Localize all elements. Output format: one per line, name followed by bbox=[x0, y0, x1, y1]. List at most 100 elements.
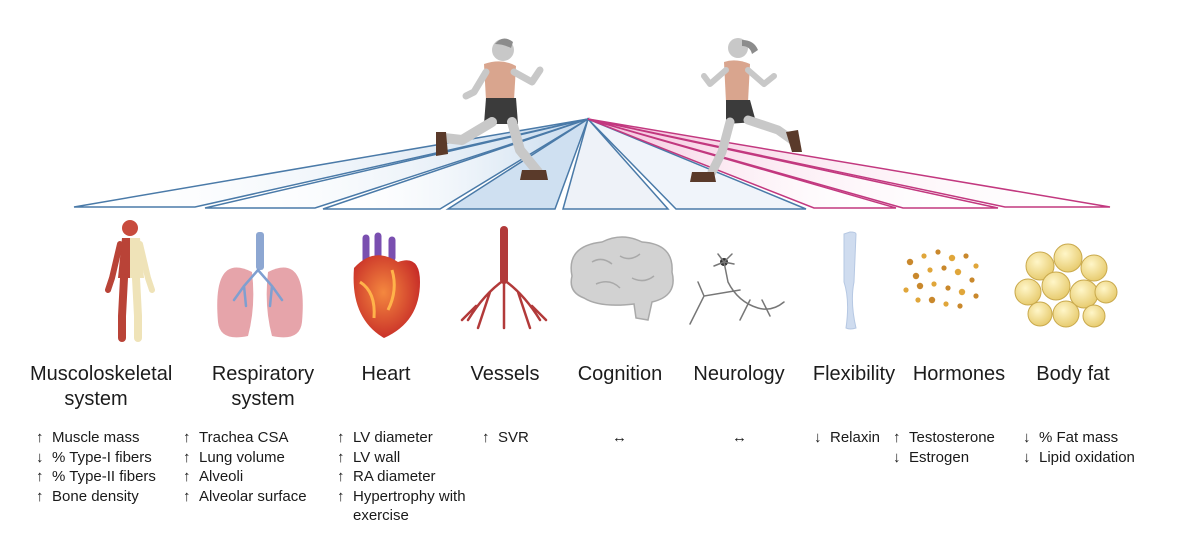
system-title: Respiratory system bbox=[211, 363, 315, 410]
trend-arrow: ↑ bbox=[183, 429, 191, 446]
trend-arrow: ↑ bbox=[36, 429, 44, 446]
fact-item: ↓ % Fat mass bbox=[1023, 428, 1148, 448]
fact-text: Hypertrophy with exercise bbox=[353, 487, 466, 525]
fact-text: Lung volume bbox=[199, 448, 285, 466]
system-title: Neurology bbox=[693, 363, 785, 385]
system-title: Muscoloskeletal system bbox=[30, 363, 173, 410]
facts-neurology: ↔ bbox=[732, 428, 762, 448]
lungs-icon bbox=[217, 232, 303, 338]
fact-text: % Type-II fibers bbox=[52, 468, 156, 485]
trend-arrow: ↑ bbox=[337, 448, 345, 466]
trend-arrow: ↑ bbox=[183, 487, 191, 505]
body-fat-icon bbox=[1014, 243, 1118, 328]
fact-item: ↔ bbox=[732, 428, 762, 448]
title-cognition: Cognition bbox=[568, 362, 672, 387]
fact-item: ↑ Alveolar surface bbox=[183, 487, 333, 507]
fact-text: Estrogen bbox=[909, 448, 970, 466]
fan-wedge-vessels bbox=[445, 117, 590, 210]
fan-wedge-bodyfat bbox=[587, 118, 1111, 208]
brain-icon bbox=[570, 236, 674, 321]
title-flexibility: Flexibility bbox=[804, 362, 904, 387]
system-title: Body fat bbox=[1036, 363, 1110, 385]
fact-text: Trachea CSA bbox=[199, 429, 289, 446]
trend-arrow: ↔ bbox=[612, 429, 627, 446]
facts-heart: ↑ LV diameter ↑ LV wall ↑ RA diameter ↑ Hypertr… bbox=[337, 428, 487, 526]
fact-item: ↑ SVR bbox=[482, 428, 552, 448]
facts-cognition: ↔ bbox=[612, 428, 642, 448]
trend-arrow: ↓ bbox=[36, 448, 44, 466]
fact-item: ↑ Bone density bbox=[36, 487, 186, 507]
fan-wedges bbox=[73, 117, 1111, 210]
fact-item: ↑ RA diameter bbox=[337, 467, 487, 487]
fan-wedge-cognition bbox=[562, 117, 670, 210]
facts-vessels: ↑ SVR bbox=[482, 428, 552, 448]
fan-wedge-neurology bbox=[587, 118, 807, 210]
trend-arrow: ↓ bbox=[814, 429, 822, 446]
fact-item: ↓ Relaxin bbox=[814, 428, 894, 448]
fact-item: ↓ % Type-I fibers bbox=[36, 448, 186, 468]
female-runner-icon bbox=[690, 38, 802, 182]
system-title: Heart bbox=[361, 363, 411, 385]
trend-arrow: ↓ bbox=[1023, 448, 1031, 466]
title-musculoskeletal: Muscoloskeletal system bbox=[30, 362, 173, 412]
trend-arrow: ↑ bbox=[183, 468, 191, 485]
title-hormones: Hormones bbox=[904, 362, 1014, 387]
hormones-icon bbox=[903, 249, 979, 309]
vessels-icon bbox=[460, 226, 548, 330]
trend-arrow: ↓ bbox=[1023, 429, 1031, 446]
fact-text: Lipid oxidation bbox=[1039, 448, 1135, 466]
title-heart: Heart bbox=[346, 362, 426, 387]
facts-respiratory: ↑Trachea CSA↑Lung volume↑Alveoli↑Alveola… bbox=[183, 428, 333, 506]
fact-text: Alveolar surface bbox=[199, 487, 307, 505]
facts-hormones: ↑ Testosterone ↓ Estrogen bbox=[893, 428, 1013, 467]
flexibility-icon bbox=[843, 231, 857, 330]
trend-arrow: ↓ bbox=[893, 448, 901, 466]
fact-text: % Fat mass bbox=[1039, 429, 1119, 446]
fact-item: ↑ Testosterone bbox=[893, 428, 1013, 448]
trend-arrow: ↑ bbox=[337, 468, 345, 485]
musculoskeletal-icon bbox=[105, 220, 155, 342]
fact-text: Relaxin bbox=[830, 429, 881, 446]
fact-item: ↑ Muscle mass bbox=[36, 428, 186, 448]
fact-text: Muscle mass bbox=[52, 429, 140, 446]
fact-item: ↑ LV wall bbox=[337, 448, 487, 468]
trend-arrow: ↑ bbox=[337, 487, 345, 505]
male-runner-icon bbox=[436, 38, 548, 180]
system-title: Vessels bbox=[470, 363, 540, 385]
system-title: Cognition bbox=[577, 363, 663, 385]
fact-item: ↔ bbox=[612, 428, 642, 448]
trend-arrow: ↑ bbox=[337, 429, 345, 446]
fact-text: LV wall bbox=[353, 448, 401, 466]
facts-flexibility: ↓ Relaxin bbox=[814, 428, 894, 448]
trend-arrow: ↑ bbox=[36, 468, 44, 485]
title-neurology: Neurology bbox=[684, 362, 794, 387]
fact-item: ↑ Trachea CSA bbox=[183, 428, 333, 448]
system-title: Flexibility bbox=[812, 363, 896, 385]
fact-text: RA diameter bbox=[353, 468, 436, 485]
title-vessels: Vessels bbox=[460, 362, 550, 387]
fact-item: ↑Alveoli bbox=[183, 467, 333, 487]
fact-item: ↓ Lipid oxidation bbox=[1023, 448, 1148, 468]
fact-text: LV diameter bbox=[353, 429, 433, 446]
trend-arrow: ↑ bbox=[36, 487, 44, 505]
trend-arrow: ↑ bbox=[482, 429, 490, 446]
fact-item: ↑ % Type-II fibers bbox=[36, 467, 186, 487]
fact-item: ↓ Estrogen bbox=[893, 448, 1013, 468]
fact-item: ↑ LV diameter bbox=[337, 428, 487, 448]
fact-text: Testosterone bbox=[909, 429, 995, 446]
system-title: Hormones bbox=[912, 363, 1006, 385]
title-bodyfat: Body fat bbox=[1028, 362, 1118, 387]
trend-arrow: ↑ bbox=[183, 448, 191, 466]
facts-bodyfat: ↓ % Fat mass ↓ Lipid oxidation bbox=[1023, 428, 1148, 467]
fact-text: Bone density bbox=[52, 487, 139, 505]
trend-arrow: ↑ bbox=[893, 429, 901, 446]
heart-icon bbox=[353, 232, 420, 338]
fact-text: SVR bbox=[498, 429, 529, 446]
title-respiratory: Respiratory system bbox=[204, 362, 322, 412]
fact-text: % Type-I fibers bbox=[52, 448, 152, 466]
facts-musculoskeletal: ↑ Muscle mass ↓ % Type-I fibers ↑ % Type-II f… bbox=[36, 428, 186, 506]
fan-wedge-respiratory bbox=[204, 118, 589, 209]
neuron-icon bbox=[689, 253, 785, 325]
